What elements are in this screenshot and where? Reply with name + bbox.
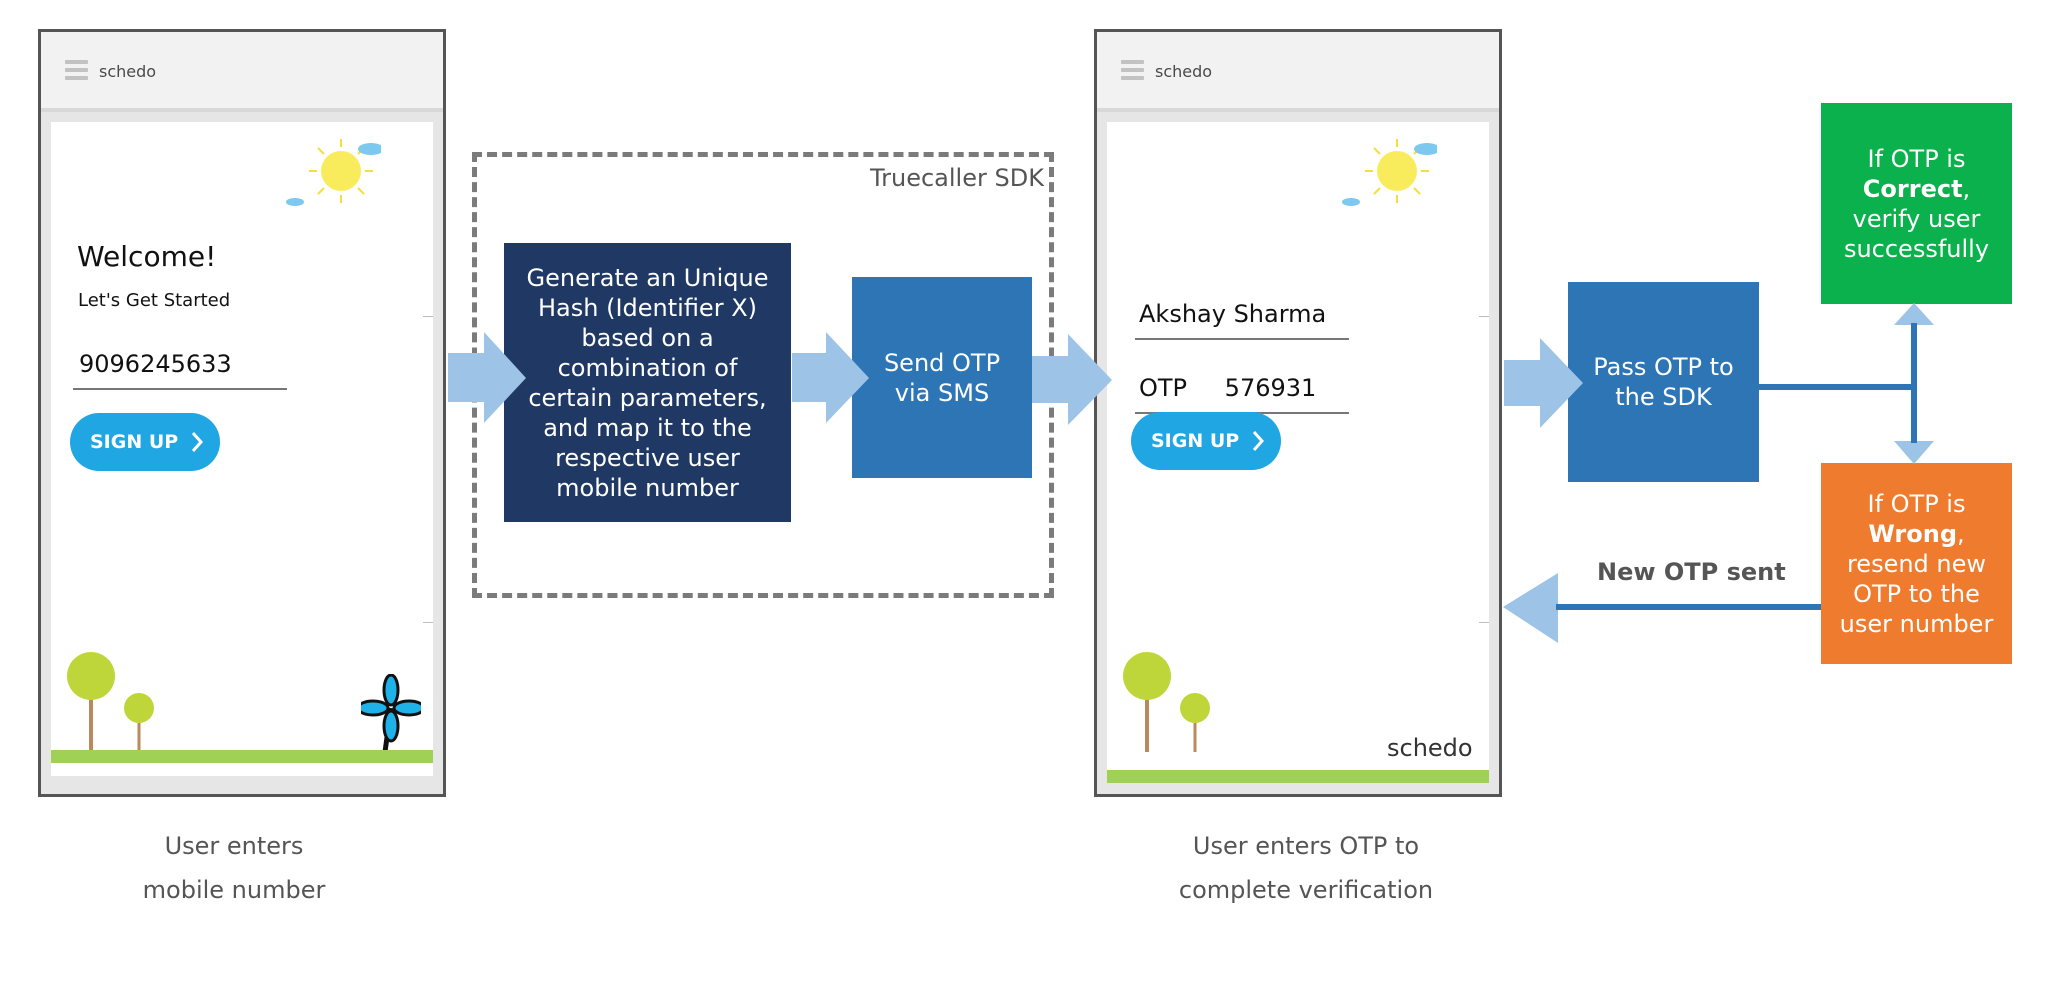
phone-mockup-mobile-entry: schedo Welcome! Let's Get Started 909624… <box>38 29 446 797</box>
otp-label: OTP <box>1139 374 1188 402</box>
otp-correct-box: If OTP is Correct, verify user successfu… <box>1821 103 2012 304</box>
arrow-send-to-phone2 <box>1032 334 1112 425</box>
caption-phone1-line1: User enters <box>164 832 304 860</box>
otp-value: 576931 <box>1224 374 1317 402</box>
sun-cloud-icon <box>286 139 381 206</box>
otp-wrong-box: If OTP is Wrong, resend new OTP to the u… <box>1821 463 2012 664</box>
trees-icon <box>1123 652 1210 752</box>
signup-button-label: SIGN UP <box>1151 430 1240 452</box>
arrowhead-to-correct <box>1894 303 1934 325</box>
divider-tick <box>423 316 433 317</box>
caption-phone2: User enters OTP to complete verification <box>1096 824 1516 912</box>
arrowhead-to-wrong <box>1894 441 1934 464</box>
caption-phone1-line2: mobile number <box>142 876 326 904</box>
arrow-phone1-to-hash <box>448 332 526 423</box>
pass-otp-box: Pass OTP to the SDK <box>1568 282 1759 482</box>
trees-icon <box>67 652 154 752</box>
phone-mockup-otp-entry: schedo Akshay Sharma OTP 576931 SIGN UP <box>1094 29 1502 797</box>
otp-correct-strong: Correct <box>1862 174 1963 203</box>
hamburger-menu-icon[interactable] <box>1121 60 1144 82</box>
footer-brand: schedo <box>1387 734 1473 762</box>
truecaller-sdk-label: Truecaller SDK <box>870 164 1044 192</box>
sun-cloud-icon <box>1342 139 1437 206</box>
grass-strip <box>1107 770 1489 783</box>
name-value: Akshay Sharma <box>1139 300 1327 328</box>
divider-tick <box>1479 622 1489 623</box>
otp-correct-text: If OTP is Correct, verify user successfu… <box>1839 144 1994 264</box>
name-input[interactable]: Akshay Sharma <box>1135 300 1349 340</box>
phone-screen: Welcome! Let's Get Started 9096245633 SI… <box>51 122 433 776</box>
signup-button-label: SIGN UP <box>90 431 179 453</box>
phone-screen: Akshay Sharma OTP 576931 SIGN UP schedo <box>1107 122 1489 783</box>
mobile-number-value: 9096245633 <box>79 350 232 378</box>
phone-header: schedo <box>1097 32 1499 112</box>
otp-correct-suffix: , verify user successfully <box>1843 174 1990 263</box>
arrowhead-new-otp <box>1503 573 1558 643</box>
caption-phone1: User enters mobile number <box>24 824 444 912</box>
generate-hash-box: Generate an Unique Hash (Identifier X) b… <box>504 243 791 522</box>
grass-strip <box>51 750 433 763</box>
phone-header: schedo <box>41 32 443 112</box>
otp-correct-prefix: If OTP is <box>1867 144 1966 173</box>
welcome-heading: Welcome! <box>77 240 217 273</box>
signup-button[interactable]: SIGN UP <box>70 413 220 471</box>
otp-wrong-suffix: , resend new OTP to the user number <box>1839 519 1994 638</box>
arrow-phone2-to-pass <box>1504 338 1583 428</box>
hamburger-menu-icon[interactable] <box>65 60 88 82</box>
otp-wrong-text: If OTP is Wrong, resend new OTP to the u… <box>1835 489 1998 639</box>
send-otp-text: Send OTP via SMS <box>883 348 1001 407</box>
arrow-hash-to-send <box>792 332 869 423</box>
chevron-right-icon <box>1252 431 1265 451</box>
send-otp-box: Send OTP via SMS <box>852 277 1032 478</box>
signup-button[interactable]: SIGN UP <box>1131 412 1281 470</box>
truecaller-logo-icon <box>361 674 421 752</box>
otp-wrong-strong: Wrong <box>1868 519 1957 548</box>
divider-tick <box>1479 316 1489 317</box>
caption-phone2-line1: User enters OTP to <box>1192 832 1420 860</box>
welcome-subtitle: Let's Get Started <box>78 290 231 311</box>
chevron-right-icon <box>191 432 204 452</box>
caption-phone2-line2: complete verification <box>1178 876 1434 904</box>
app-brand: schedo <box>1155 62 1213 81</box>
otp-wrong-prefix: If OTP is <box>1867 489 1966 518</box>
generate-hash-text: Generate an Unique Hash (Identifier X) b… <box>526 263 769 502</box>
pass-otp-text: Pass OTP to the SDK <box>1593 353 1734 411</box>
new-otp-sent-label: New OTP sent <box>1597 558 1786 586</box>
divider-tick <box>423 622 433 623</box>
app-brand: schedo <box>99 62 157 81</box>
mobile-number-input[interactable]: 9096245633 <box>73 350 287 390</box>
